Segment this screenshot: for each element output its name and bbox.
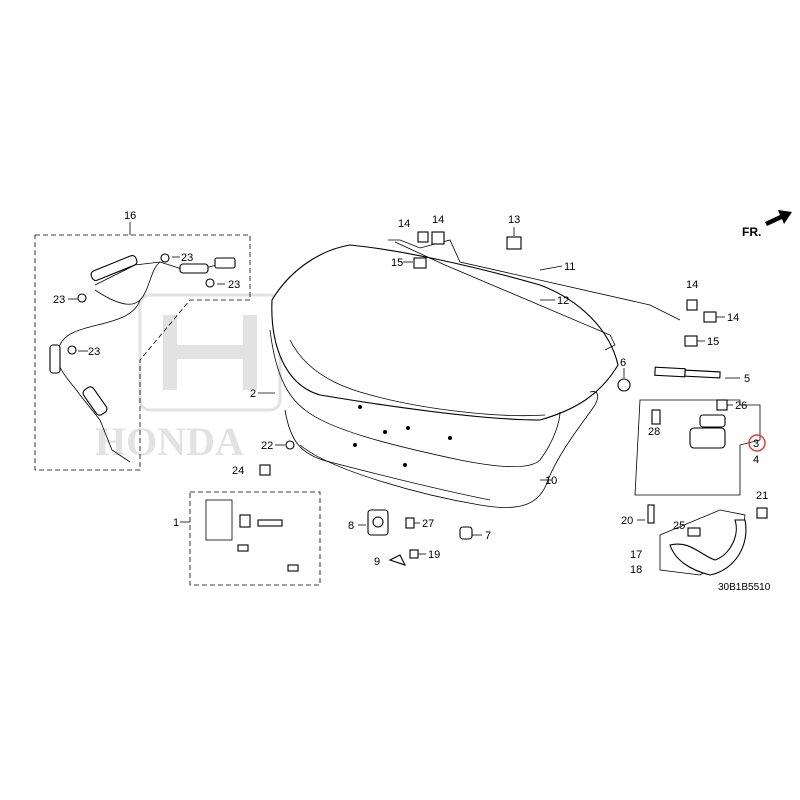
callout-22: 22 <box>261 440 273 452</box>
trunk-latch <box>367 509 389 536</box>
callout-25: 25 <box>673 520 685 532</box>
part-22 <box>285 440 295 450</box>
gas-strut <box>654 366 721 379</box>
callout-23-top: 23 <box>181 252 193 264</box>
part-13-grommet <box>506 236 522 250</box>
part-19 <box>409 549 419 559</box>
hinge-group-box <box>634 399 761 496</box>
trunk-lid <box>269 244 619 501</box>
weatherstrip <box>299 391 599 508</box>
callout-28: 28 <box>648 426 660 438</box>
part-28-bolt <box>651 409 661 425</box>
front-arrow-icon <box>765 210 792 226</box>
diagram-code: 30B1B5510 <box>718 582 771 593</box>
callout-14-c: 14 <box>686 279 698 291</box>
callout-16: 16 <box>124 210 136 222</box>
callout-19: 19 <box>428 549 440 561</box>
emblems <box>205 499 299 572</box>
callout-27: 27 <box>422 518 434 530</box>
part-9 <box>388 554 407 566</box>
callout-14-a: 14 <box>398 218 410 230</box>
trunk-hinge <box>644 414 740 477</box>
rod-clips-upper <box>413 231 445 269</box>
callout-21: 21 <box>756 490 768 502</box>
callout-6: 6 <box>620 357 626 369</box>
front-label: FR. <box>742 225 761 239</box>
callout-5: 5 <box>744 373 750 385</box>
callout-11: 11 <box>564 261 575 273</box>
front-direction-indicator: FR. <box>742 210 792 239</box>
callout-10: 10 <box>545 475 557 487</box>
part-20-bumper <box>647 504 655 524</box>
hinge-cover <box>669 519 747 576</box>
callout-9: 9 <box>374 556 380 568</box>
watermark-text: HONDA <box>95 419 244 464</box>
callout-24: 24 <box>232 465 244 477</box>
callout-3: 3 <box>753 438 759 450</box>
part-26-bolt <box>716 399 728 411</box>
callout-8: 8 <box>348 520 354 532</box>
callout-14-b: 14 <box>432 214 444 226</box>
callout-23-right: 23 <box>228 279 240 291</box>
rod-12 <box>394 241 616 351</box>
highlight-circle <box>748 434 766 452</box>
part-24 <box>259 464 271 476</box>
callout-20: 20 <box>621 515 633 527</box>
emblem-group-box <box>189 491 321 586</box>
callout-1: 1 <box>173 517 179 529</box>
callout-15-b: 15 <box>707 336 719 348</box>
callout-13: 13 <box>508 214 520 226</box>
callout-12: 12 <box>557 295 569 307</box>
rod-11 <box>388 239 681 321</box>
callout-18: 18 <box>630 564 642 576</box>
part-21-clip <box>756 507 768 519</box>
callout-14-d: 14 <box>727 312 739 324</box>
honda-watermark: HONDA <box>95 293 282 464</box>
callout-23-left: 23 <box>53 294 65 306</box>
callout-2: 2 <box>250 388 256 400</box>
callout-4: 4 <box>753 454 759 466</box>
wire-harness <box>49 253 236 463</box>
part-6 <box>617 378 631 392</box>
callout-23-lower: 23 <box>88 346 100 358</box>
callout-26: 26 <box>735 400 747 412</box>
callout-17: 17 <box>630 549 642 561</box>
group-box-harness <box>34 234 251 471</box>
callout-7: 7 <box>485 530 491 542</box>
callout-15-a: 15 <box>391 257 403 269</box>
part-7-bumper <box>459 526 473 540</box>
part-27-bolt <box>405 517 415 529</box>
